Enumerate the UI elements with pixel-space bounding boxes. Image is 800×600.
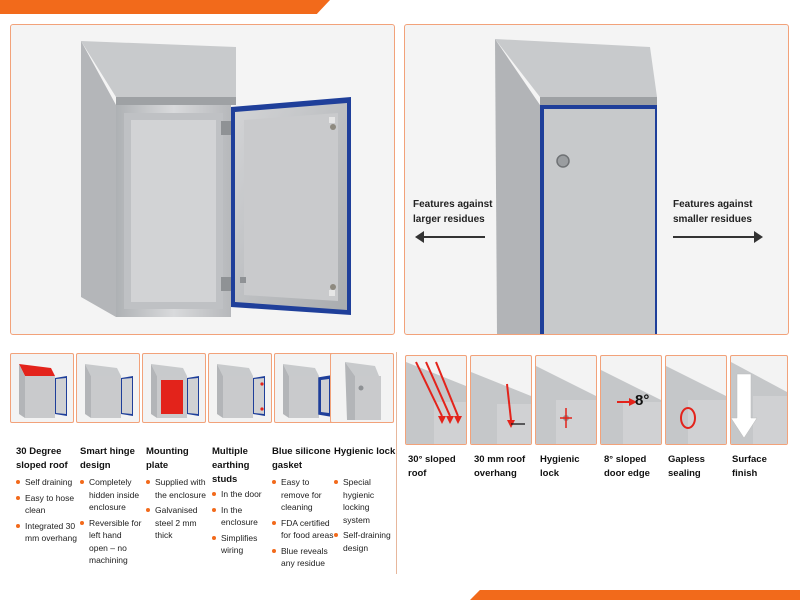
feature-bullet: Special hygienic locking system — [334, 476, 396, 526]
thumb-gapless-sealing — [665, 355, 727, 445]
thumb-earthing-studs — [208, 353, 272, 423]
small-feature-title: Gapless sealing — [668, 454, 705, 479]
small-feature-title: Hygienic lock — [540, 454, 580, 479]
thumb-hygienic-lock-detail — [535, 355, 597, 445]
thumb-roof-overhang — [470, 355, 532, 445]
feature-bullet: In the door — [212, 488, 274, 501]
feature-bullet: Reversible for left hand open – no machi… — [80, 517, 142, 567]
feature-bullet: FDA certified for food areas — [272, 517, 334, 542]
thumb-sloped-roof-detail — [405, 355, 467, 445]
open-enclosure-panel — [10, 24, 395, 335]
feature-bullet: Easy to hose clean — [16, 492, 78, 517]
larger-residues-label: Features against larger residues — [413, 199, 493, 225]
feature-list: Supplied with the enclosure Galvanised s… — [146, 476, 208, 545]
smaller-residues-label: Features against smaller residues — [673, 199, 753, 225]
closed-enclosure-image — [495, 39, 657, 334]
feature-bullet: Completely hidden inside enclosure — [80, 476, 142, 514]
feature-bullet: Blue reveals any residue — [272, 545, 334, 570]
feature-list: Self draining Easy to hose clean Integra… — [16, 476, 78, 548]
feature-list: Special hygienic locking system Self-dra… — [334, 476, 396, 557]
arrow-left-icon — [415, 231, 485, 243]
angle-badge: 8° — [635, 392, 650, 409]
thumb-mounting-plate — [142, 353, 206, 423]
thumb-gasket — [274, 353, 338, 423]
feature-bullet: Simplifies wiring — [212, 532, 274, 557]
small-feature-title: Surface finish — [732, 454, 767, 479]
feature-bullet: Integrated 30 mm overhang — [16, 520, 78, 545]
thumb-hygienic-lock — [330, 353, 394, 423]
feature-title: Mounting plate — [146, 446, 189, 471]
feature-list: Completely hidden inside enclosure Rever… — [80, 476, 142, 570]
top-accent-bar — [0, 0, 330, 14]
feature-bullet: Self-draining design — [334, 529, 396, 554]
small-feature-title: 30 mm roof overhang — [474, 454, 526, 479]
thumb-surface-finish — [730, 355, 788, 445]
open-enclosure-image — [81, 41, 351, 317]
thumb-hinge — [76, 353, 140, 423]
small-feature-title: 8° sloped door edge — [604, 454, 650, 479]
bottom-accent-bar — [470, 590, 800, 600]
feature-bullet: Easy to remove for cleaning — [272, 476, 334, 514]
feature-title: 30 Degree sloped roof — [16, 446, 68, 471]
feature-list: Easy to remove for cleaning FDA certifie… — [272, 476, 334, 573]
feature-bullet: Supplied with the enclosure — [146, 476, 208, 501]
feature-title: Smart hinge design — [80, 446, 135, 471]
feature-title: Hygienic lock — [334, 446, 396, 457]
small-feature-title: 30° sloped roof — [408, 454, 456, 479]
section-divider — [396, 352, 397, 574]
thumb-sloped-door-edge: 8° — [600, 355, 662, 445]
feature-list: In the door In the enclosure Simplifies … — [212, 488, 274, 560]
feature-bullet: Self draining — [16, 476, 78, 489]
feature-bullet: Galvanised steel 2 mm thick — [146, 504, 208, 542]
feature-title: Blue silicone gasket — [272, 446, 331, 471]
arrow-right-icon — [673, 231, 763, 243]
closed-enclosure-panel: Features against larger residues Feature… — [404, 24, 789, 335]
feature-bullet: In the enclosure — [212, 504, 274, 529]
thumb-sloped-roof — [10, 353, 74, 423]
feature-title: Multiple earthing studs — [212, 446, 250, 485]
